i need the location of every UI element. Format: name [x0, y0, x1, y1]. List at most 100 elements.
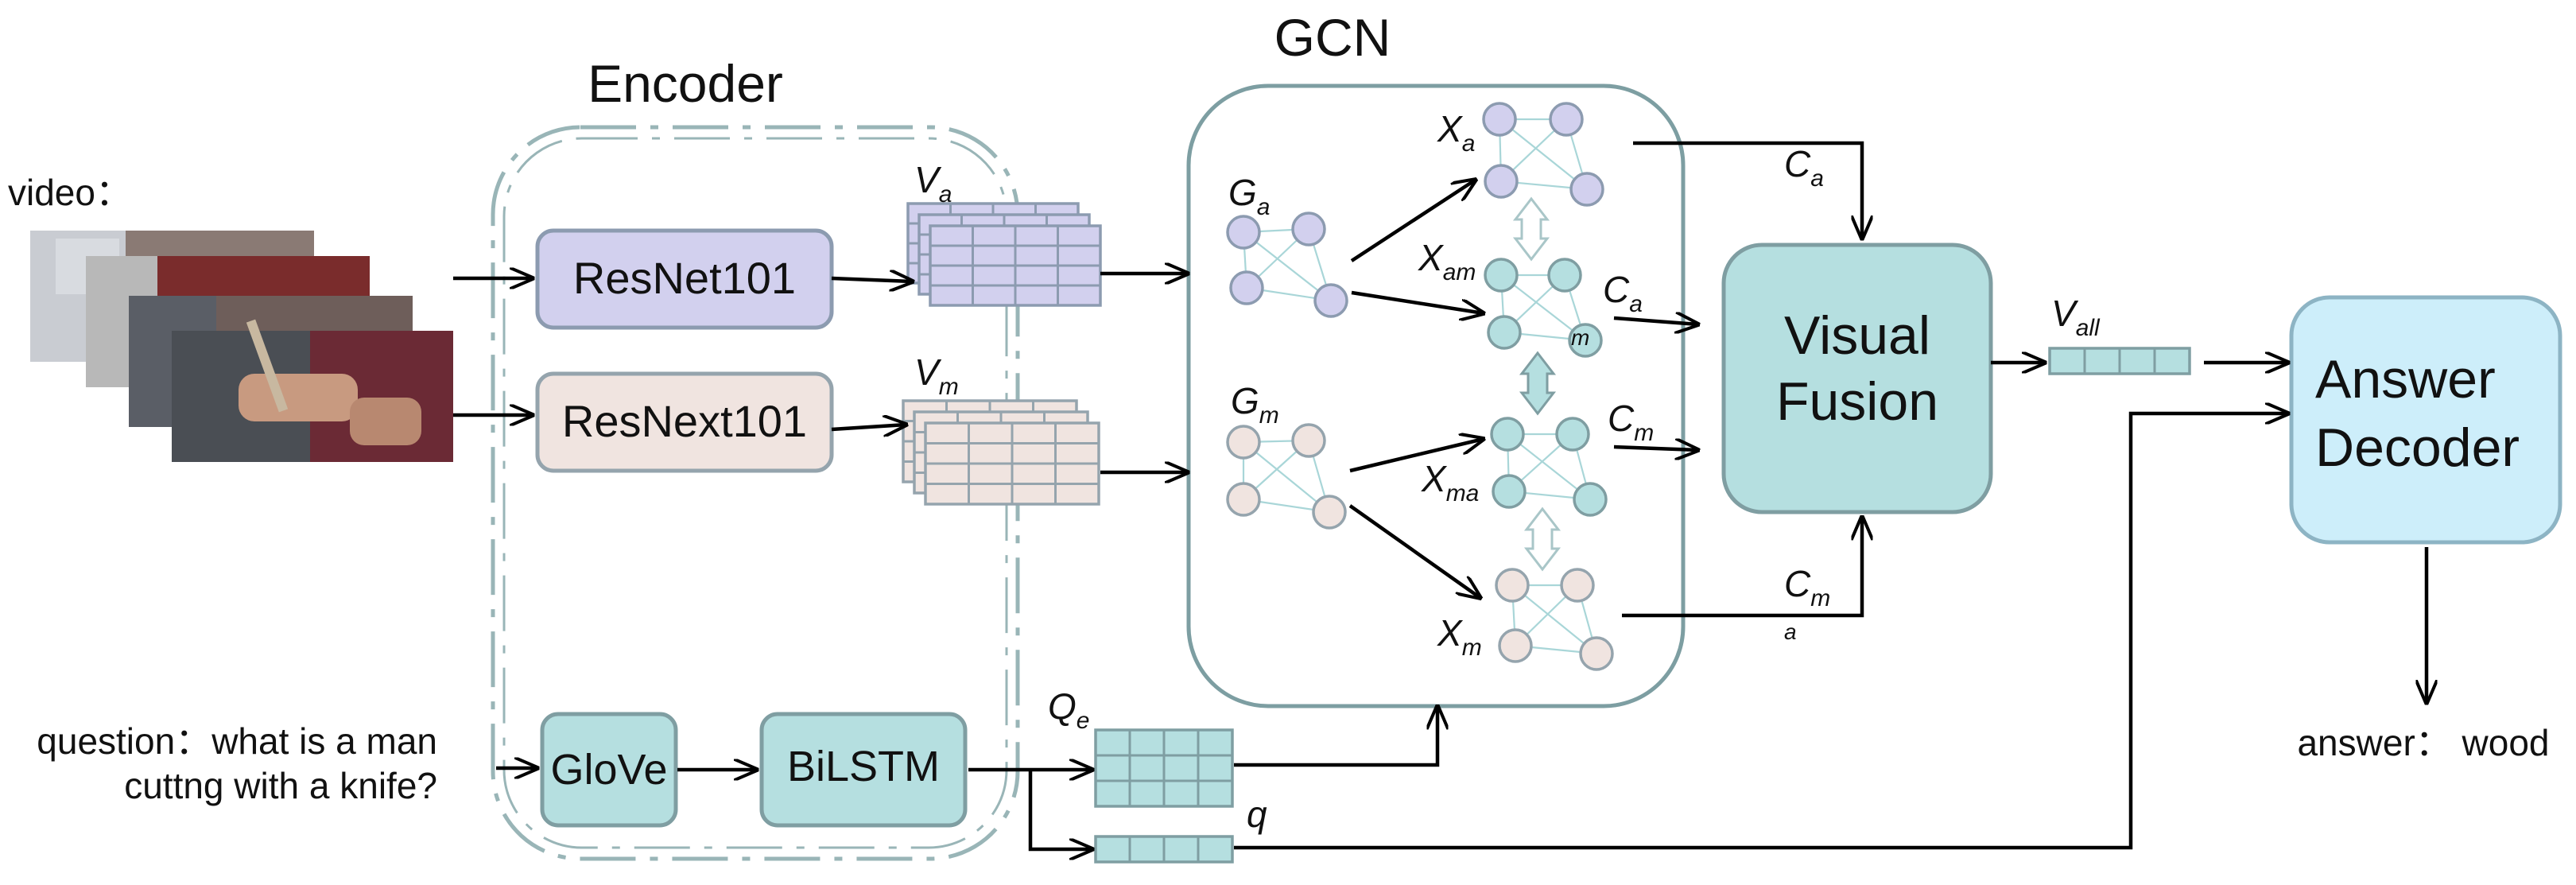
svg-text:Cm: Cm	[1784, 563, 1830, 611]
qe-feature-grid	[1094, 728, 1234, 808]
xma-node	[1555, 417, 1590, 452]
xa-node	[1549, 102, 1584, 137]
xam-node	[1487, 315, 1522, 350]
graph-gm	[1226, 423, 1347, 530]
label-qe: Qe	[1048, 685, 1089, 734]
encoder-title: Encoder	[588, 54, 783, 113]
xam-node	[1547, 258, 1582, 293]
ga-edge	[1243, 231, 1332, 301]
label-xma: Xma	[1421, 458, 1479, 507]
visual-fusion-block: Visual Fusion	[1721, 243, 1993, 514]
graph-xm	[1495, 568, 1614, 671]
svg-text:Xma: Xma	[1421, 458, 1479, 507]
glove-block: GloVe	[540, 712, 678, 828]
svg-text:Cm: Cm	[1608, 398, 1654, 446]
graph-xa	[1482, 102, 1604, 207]
xma-node	[1490, 417, 1525, 452]
graph-ga	[1226, 212, 1348, 318]
svg-text:Xm: Xm	[1437, 612, 1482, 661]
ga-node	[1291, 212, 1326, 246]
resnext-label: ResNext101	[562, 396, 807, 446]
xm-node	[1498, 628, 1533, 663]
svg-text:Va: Va	[914, 159, 952, 208]
visual-fusion-label-2: Fusion	[1776, 371, 1938, 432]
xm-edge	[1511, 584, 1597, 654]
vm-feature-grid	[902, 399, 1100, 506]
ga-node	[1313, 283, 1348, 318]
resnet-label: ResNet101	[573, 253, 796, 303]
xma-node	[1573, 482, 1608, 517]
svg-text:Gm: Gm	[1231, 380, 1279, 429]
gcn-title: GCN	[1274, 8, 1391, 67]
va-feature-grid	[906, 202, 1102, 307]
xam-node	[1568, 323, 1603, 358]
gm-node	[1226, 482, 1261, 517]
graph-xma	[1490, 417, 1608, 517]
label-vm: Vm	[914, 351, 959, 400]
svg-text:Qe: Qe	[1048, 685, 1089, 734]
q-vector	[1094, 835, 1234, 864]
label-ca-mid: Ca m	[1571, 269, 1643, 350]
gm-edge	[1243, 441, 1330, 513]
label-cm-bot: Cm a	[1784, 563, 1830, 644]
xa-edge	[1499, 118, 1588, 190]
answer-label: answer： wood	[2297, 722, 2549, 763]
ga-node	[1229, 270, 1264, 305]
answer-decoder-block: Answer Decoder	[2289, 295, 2562, 545]
resnext-block: ResNext101	[535, 371, 834, 473]
connectors	[453, 141, 2427, 849]
svg-text:Ca: Ca	[1784, 143, 1824, 192]
graph-xam	[1484, 258, 1603, 358]
xa-node	[1482, 102, 1517, 137]
svg-text:q: q	[1247, 794, 1267, 835]
gm-node	[1226, 425, 1261, 460]
resnet-block: ResNet101	[535, 228, 834, 330]
label-ca-top: Ca	[1784, 143, 1824, 192]
svg-text:Vall: Vall	[2051, 293, 2101, 341]
svg-text:m: m	[1571, 325, 1589, 350]
label-xa: Xa	[1437, 108, 1475, 157]
answer-decoder-label-1: Answer	[2315, 349, 2496, 410]
xm-node	[1560, 568, 1595, 603]
double-arrow-xma-xm	[1523, 507, 1562, 572]
video-label: video：	[8, 172, 132, 213]
xam-edge	[1500, 274, 1586, 341]
video-frames-image	[30, 231, 453, 462]
xma-node	[1492, 474, 1527, 509]
svg-text:Ga: Ga	[1228, 172, 1270, 220]
visual-fusion-label-1: Visual	[1784, 305, 1930, 366]
label-va: Va	[914, 159, 952, 208]
label-gm: Gm	[1231, 380, 1279, 429]
va-grid-layer	[929, 224, 1102, 307]
xam-node	[1484, 258, 1519, 293]
xm-node	[1495, 568, 1530, 603]
gm-node	[1312, 495, 1347, 530]
label-ga: Ga	[1228, 172, 1270, 220]
xma-edge	[1507, 433, 1591, 500]
vm-grid-layer	[924, 421, 1100, 506]
bilstm-label: BiLSTM	[787, 743, 940, 790]
label-xm: Xm	[1437, 612, 1482, 661]
gm-node	[1291, 423, 1326, 458]
svg-text:Xam: Xam	[1418, 237, 1476, 285]
svg-text:a: a	[1784, 619, 1797, 644]
svg-text:Vm: Vm	[914, 351, 959, 400]
xm-node	[1579, 636, 1614, 671]
double-arrow-xa-xam	[1512, 196, 1550, 262]
svg-text:Ca: Ca	[1603, 269, 1643, 317]
glove-label: GloVe	[550, 746, 667, 794]
bilstm-block: BiLSTM	[759, 712, 968, 828]
question-label-line2: cuttng with a knife?	[124, 765, 437, 806]
gcn-panel	[1186, 83, 1686, 708]
xa-node	[1484, 164, 1519, 199]
double-arrow-xam-xma	[1519, 351, 1557, 416]
label-q: q	[1247, 794, 1267, 835]
label-vall: Vall	[2051, 293, 2101, 341]
answer-decoder-label-2: Decoder	[2315, 417, 2520, 478]
label-cm-mid: Cm	[1608, 398, 1654, 446]
question-label-line1: question：what is a man	[37, 720, 437, 762]
svg-text:Xa: Xa	[1437, 108, 1475, 157]
ga-node	[1226, 215, 1261, 250]
label-xam: Xam	[1418, 237, 1476, 285]
